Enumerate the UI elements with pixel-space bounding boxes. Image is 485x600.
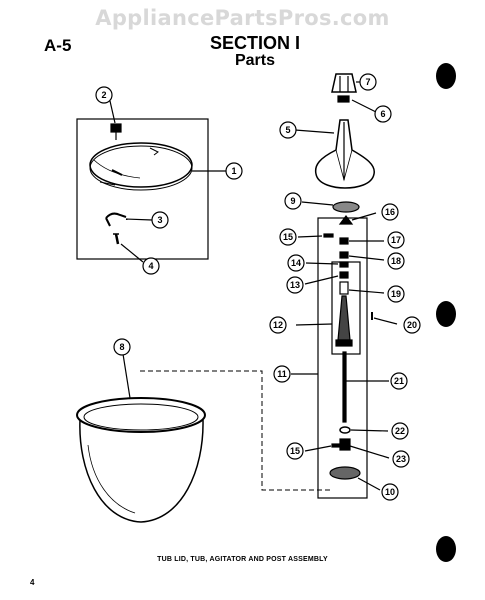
spacer bbox=[339, 281, 349, 295]
tub-lid-frame bbox=[76, 118, 209, 260]
callout-20: 20 bbox=[407, 320, 417, 330]
post-assembly-frame bbox=[317, 217, 368, 499]
callout-23: 23 bbox=[396, 454, 406, 464]
page-number: 4 bbox=[30, 578, 35, 587]
binder-hole-bottom bbox=[436, 536, 456, 562]
callout-3: 3 bbox=[157, 215, 162, 225]
cone-seal bbox=[338, 215, 354, 225]
callout-21: 21 bbox=[394, 376, 404, 386]
post-base bbox=[329, 466, 361, 480]
diagram-caption: TUB LID, TUB, AGITATOR AND POST ASSEMBLY bbox=[157, 556, 328, 563]
post-nut bbox=[339, 438, 351, 451]
callout-14: 14 bbox=[291, 258, 301, 268]
callout-9: 9 bbox=[290, 196, 295, 206]
tub-body bbox=[79, 419, 204, 523]
watermark-text: AppliancePartsPros.com bbox=[95, 6, 390, 30]
lid-hinge bbox=[105, 212, 127, 219]
callout-15: 15 bbox=[283, 232, 293, 242]
callout-8: 8 bbox=[119, 342, 124, 352]
binder-hole-middle bbox=[436, 301, 456, 327]
callout-4: 4 bbox=[148, 261, 153, 271]
callout-17: 17 bbox=[391, 235, 401, 245]
callout-11: 11 bbox=[277, 369, 287, 379]
callout-1: 1 bbox=[231, 166, 236, 176]
callout-2: 2 bbox=[101, 90, 106, 100]
agitator-cap bbox=[331, 73, 357, 93]
callout-10: 10 bbox=[385, 487, 395, 497]
binder-hole-top bbox=[436, 63, 456, 89]
tub-rim bbox=[76, 397, 206, 433]
spin-tube bbox=[337, 295, 351, 341]
callout-6: 6 bbox=[380, 109, 385, 119]
callout-15-lower: 15 bbox=[290, 446, 300, 456]
lid-screw bbox=[114, 233, 120, 245]
section-subtitle: Parts bbox=[234, 52, 276, 69]
callout-12: 12 bbox=[273, 320, 283, 330]
callout-13: 13 bbox=[290, 280, 300, 290]
dirt-seal-washer bbox=[332, 201, 360, 213]
cap-nut bbox=[337, 95, 350, 103]
callout-5: 5 bbox=[285, 125, 290, 135]
callout-18: 18 bbox=[391, 256, 401, 266]
callout-22: 22 bbox=[395, 426, 405, 436]
page-code: A-5 bbox=[44, 36, 72, 55]
post-shaft bbox=[342, 351, 347, 423]
callout-7: 7 bbox=[365, 77, 370, 87]
callout-16: 16 bbox=[385, 207, 395, 217]
lid-knob bbox=[110, 123, 122, 133]
agitator bbox=[314, 119, 375, 189]
callout-19: 19 bbox=[391, 289, 401, 299]
section-title: SECTION I bbox=[209, 33, 300, 53]
tub-lid bbox=[89, 142, 193, 188]
